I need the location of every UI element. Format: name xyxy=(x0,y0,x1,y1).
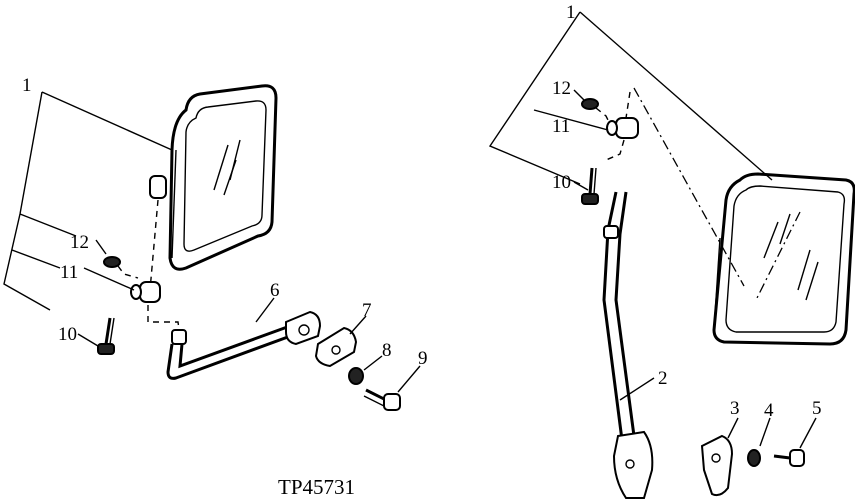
left-mirror-arm-6 xyxy=(166,310,322,380)
right-swivel-11 xyxy=(615,117,639,139)
callout-1-left: 1 xyxy=(22,75,32,96)
left-washer-8 xyxy=(348,367,364,385)
callout-12-left: 12 xyxy=(70,232,89,253)
right-bracket-3 xyxy=(700,434,734,497)
right-mirror-assembly xyxy=(488,11,855,499)
left-mirror-boss xyxy=(149,175,167,199)
right-cap-screw-10 xyxy=(581,167,599,205)
right-mirror-head xyxy=(712,172,855,346)
left-cap-screw-10 xyxy=(97,317,115,355)
left-mirror-assembly xyxy=(3,84,421,411)
callout-4: 4 xyxy=(764,400,774,421)
right-bolt-5 xyxy=(773,449,805,467)
left-swivel-11 xyxy=(139,281,161,303)
callout-6: 6 xyxy=(270,280,280,301)
callout-10-left: 10 xyxy=(58,324,77,345)
left-bolt-9 xyxy=(363,388,401,411)
callout-11-left: 11 xyxy=(60,262,78,283)
callout-5: 5 xyxy=(812,398,822,419)
callout-10-right: 10 xyxy=(552,172,571,193)
callout-1-right: 1 xyxy=(566,2,576,23)
figure-id: TP45731 xyxy=(278,475,355,499)
right-washer-4 xyxy=(747,449,761,467)
right-mirror-arm-2 xyxy=(602,191,654,499)
callout-12-right: 12 xyxy=(552,78,571,99)
callout-2: 2 xyxy=(658,368,668,389)
right-nut-12 xyxy=(581,98,599,110)
callout-8: 8 xyxy=(382,340,392,361)
left-mirror-head xyxy=(168,84,278,271)
callout-11-right: 11 xyxy=(552,116,570,137)
left-nut-12 xyxy=(103,256,121,268)
callout-7: 7 xyxy=(362,300,372,321)
callout-9: 9 xyxy=(418,348,428,369)
callout-3: 3 xyxy=(730,398,740,419)
left-bracket-7 xyxy=(314,326,358,368)
